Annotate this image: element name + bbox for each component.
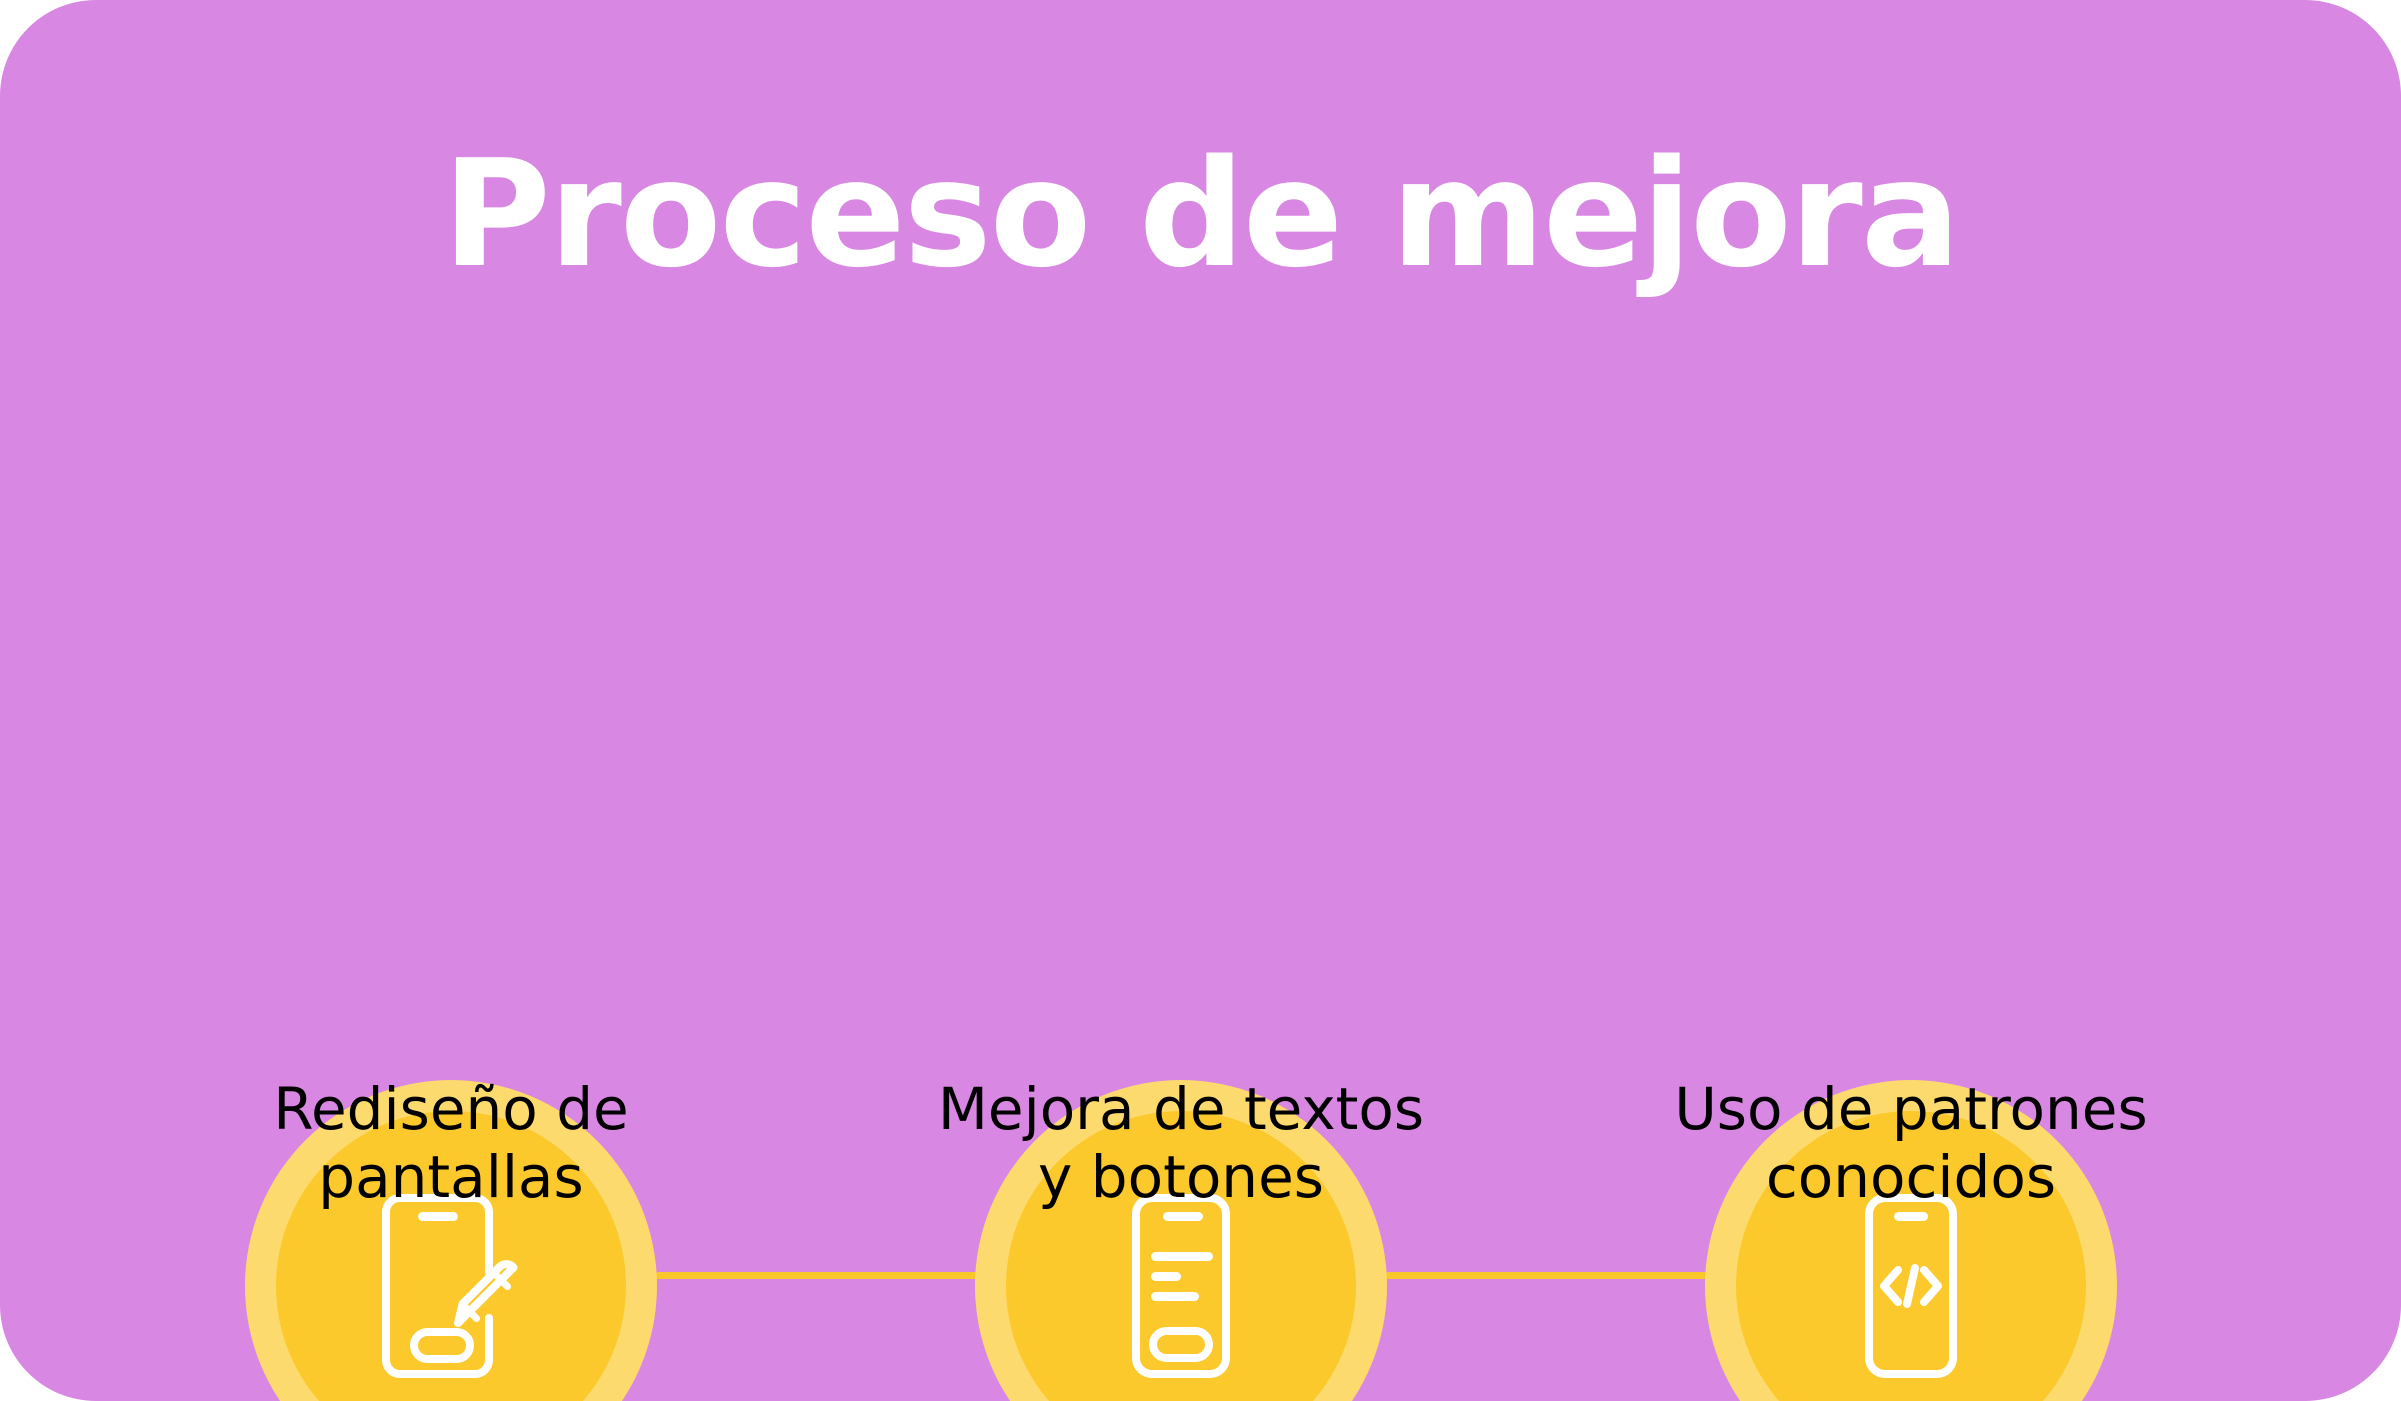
step-captions: Rediseño de pantallas Mejora de textos y… [0,1075,2401,1295]
step-3-inner-circle [1736,1111,2086,1401]
step-3-uso-de-patrones-conocidos[interactable] [1705,1080,2117,1401]
connector-line-2 [1385,1272,1715,1279]
step-3-caption-line-2: conocidos [1765,1143,2057,1212]
step-1-caption-line-1: Rediseño de [273,1075,629,1143]
step-1-inner-circle [276,1111,626,1401]
step-3-caption: Uso de patrones conocidos [1601,1075,2221,1212]
process-steps [0,540,2401,1401]
connector-line-1 [655,1272,985,1279]
phone-pencil-icon [245,1080,657,1401]
step-1-caption-line-2: pantallas [318,1143,584,1212]
step-2-caption-line-2: y botones [1038,1143,1324,1212]
step-1-caption: Rediseño de pantallas [141,1075,761,1212]
step-2-mejora-de-textos-y-botones[interactable] [975,1080,1387,1401]
step-2-caption: Mejora de textos y botones [871,1075,1491,1212]
step-3-caption-line-1: Uso de patrones [1674,1075,2148,1143]
step-1-rediseno-de-pantallas[interactable] [245,1080,657,1401]
phone-code-icon [1705,1080,2117,1401]
page-title: Proceso de mejora [442,128,1960,300]
phone-text-lines-icon [975,1080,1387,1401]
step-2-caption-line-1: Mejora de textos [937,1075,1425,1143]
